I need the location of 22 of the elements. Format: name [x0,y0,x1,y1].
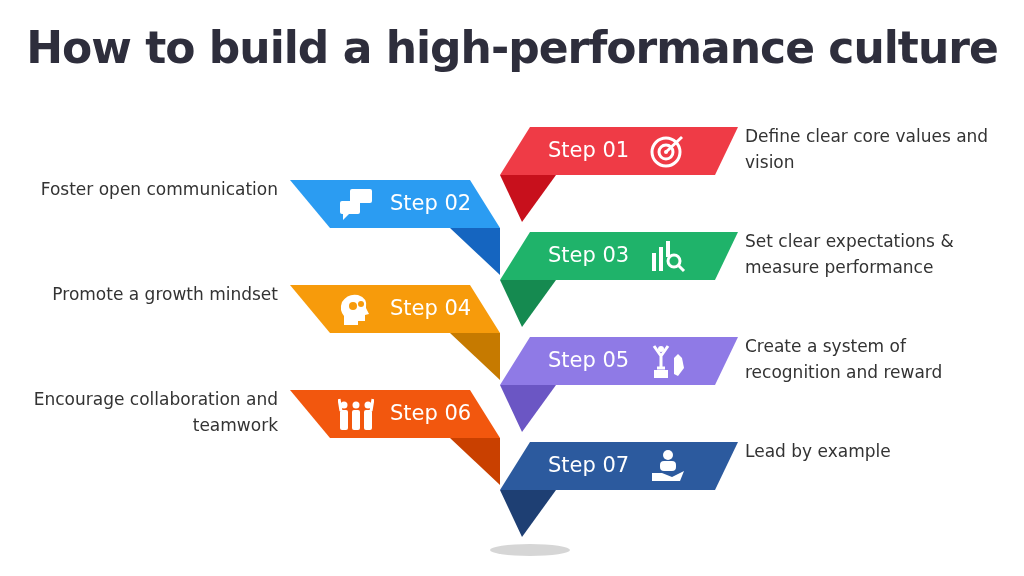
step-description: Foster open communication [39,178,278,201]
step-banner [500,127,740,175]
step-banner [500,232,740,280]
step-label: Step 07 [548,453,630,477]
step-label: Step 06 [390,401,472,425]
step-description: Lead by example [745,440,892,463]
step-description: Create a system of recognition and reward [745,335,944,384]
step-label: Step 05 [548,348,630,372]
step-label: Step 03 [548,243,630,267]
step-description: Encourage collaboration and teamwork [33,388,278,437]
step-description: Define clear core values and vision [745,125,990,174]
step-banner [500,442,740,490]
title: How to build a high-performance culture [25,22,999,73]
step-banner [500,337,740,385]
step-banner [290,180,500,228]
step-label: Step 01 [548,138,630,162]
step-label: Step 04 [390,296,472,320]
step-label: Step 02 [390,191,472,215]
step-description: Promote a growth mindset [51,283,278,306]
step-banner [290,285,500,333]
step-description: Set clear expectations & measure performance [745,230,955,279]
step-banner [290,390,500,438]
